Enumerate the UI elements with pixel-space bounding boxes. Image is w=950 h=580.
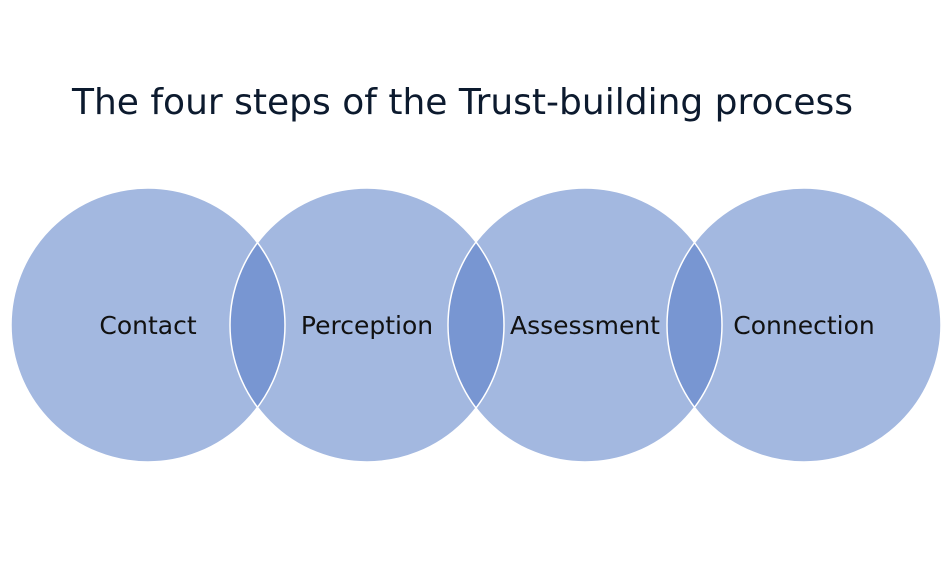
- outlines-group: [10, 187, 942, 463]
- step-circle-contact: [11, 188, 285, 462]
- step-label-perception: Perception: [301, 311, 433, 340]
- step-label-contact: Contact: [99, 311, 196, 340]
- labels-group: Contact Perception Assessment Connection: [99, 311, 874, 340]
- outline-perception: [229, 187, 505, 463]
- step-circle-connection: [667, 188, 941, 462]
- step-circle-perception: [230, 188, 504, 462]
- step-circle-assessment: [448, 188, 722, 462]
- outline-assessment: [447, 187, 723, 463]
- outline-contact: [10, 187, 286, 463]
- circles-group: [11, 188, 941, 462]
- outline-connection: [666, 187, 942, 463]
- step-label-assessment: Assessment: [510, 311, 660, 340]
- step-label-connection: Connection: [733, 311, 874, 340]
- diagram-title: The four steps of the Trust-building pro…: [71, 82, 854, 123]
